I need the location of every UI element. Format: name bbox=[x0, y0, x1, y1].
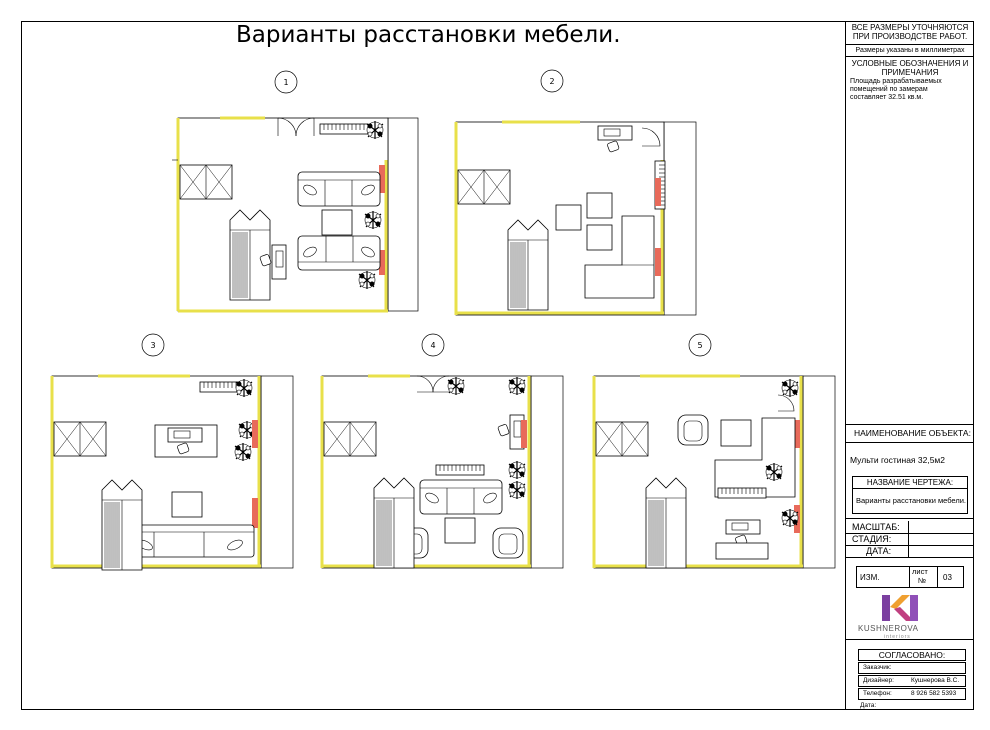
customer-label: Заказчик: bbox=[863, 664, 892, 671]
floor-plan-3 bbox=[50, 374, 294, 571]
separator bbox=[909, 567, 910, 587]
floor-plan-1 bbox=[172, 116, 419, 313]
sheet-label: лист № bbox=[912, 567, 928, 585]
approval-designer-row: Дизайнер: Кушнерова В.С. bbox=[858, 675, 966, 687]
plan-number-3: 3 bbox=[141, 333, 165, 357]
svg-text:4: 4 bbox=[430, 341, 435, 350]
approval-title: СОГЛАСОВАНО: bbox=[858, 649, 966, 661]
legend-title-line-2: ПРИМЕЧАНИЯ bbox=[881, 68, 939, 77]
brand-logo-icon bbox=[882, 595, 918, 621]
dimension-note: ВСЕ РАЗМЕРЫ УТОЧНЯЮТСЯ ПРИ ПРОИЗВОДСТВЕ … bbox=[846, 21, 974, 45]
brand-subtitle: interiors bbox=[884, 634, 911, 640]
plan-number-4: 4 bbox=[421, 333, 445, 357]
plan-number-5: 5 bbox=[688, 333, 712, 357]
floor-plan-5 bbox=[592, 374, 836, 569]
sheet-label-2: № bbox=[918, 576, 927, 585]
approval-customer-row: Заказчик: bbox=[858, 662, 966, 674]
designer-label: Дизайнер: bbox=[863, 677, 894, 684]
svg-text:1: 1 bbox=[283, 78, 288, 87]
object-label: НАИМЕНОВАНИЕ ОБЪЕКТА: bbox=[846, 425, 974, 443]
separator bbox=[846, 557, 974, 558]
brand-name: KUSHNEROVA bbox=[858, 624, 919, 633]
note-line-1: ВСЕ РАЗМЕРЫ УТОЧНЯЮТСЯ bbox=[851, 23, 969, 32]
legend-title: УСЛОВНЫЕ ОБОЗНАЧЕНИЯ И ПРИМЕЧАНИЯ bbox=[846, 57, 974, 77]
plan-number-1: 1 bbox=[274, 70, 298, 94]
separator bbox=[846, 639, 974, 640]
legend-block: УСЛОВНЫЕ ОБОЗНАЧЕНИЯ И ПРИМЕЧАНИЯ Площад… bbox=[846, 57, 974, 425]
legend-text-line-2: помещений по замерам bbox=[850, 86, 928, 93]
legend-title-line-1: УСЛОВНЫЕ ОБОЗНАЧЕНИЯ И bbox=[851, 59, 969, 68]
sheet-label-1: лист bbox=[912, 567, 928, 576]
separator bbox=[908, 521, 909, 557]
title-block: ВСЕ РАЗМЕРЫ УТОЧНЯЮТСЯ ПРИ ПРОИЗВОДСТВЕ … bbox=[845, 21, 974, 710]
svg-text:2: 2 bbox=[549, 77, 554, 86]
plan-number-2: 2 bbox=[540, 69, 564, 93]
date-label: ДАТА: bbox=[866, 546, 892, 556]
brand-logo: KUSHNEROVA interiors bbox=[856, 591, 966, 641]
note-line-2: ПРИ ПРОИЗВОДСТВЕ РАБОТ. bbox=[852, 32, 968, 41]
separator bbox=[937, 567, 938, 587]
drawing-value: Варианты расстановки мебели. bbox=[852, 488, 968, 514]
units-note: Размеры указаны в миллиметрах bbox=[846, 45, 974, 57]
page-title: Варианты расстановки мебели. bbox=[236, 22, 621, 48]
revision-label: ИЗМ. bbox=[860, 573, 880, 582]
legend-text: Площадь разрабатываемых помещений по зам… bbox=[846, 77, 974, 103]
approval-date-label: Дата: bbox=[860, 702, 877, 709]
designer-value: Кушнерова В.С. bbox=[911, 677, 960, 684]
separator bbox=[846, 518, 974, 519]
floor-plans: 1 2 3 4 5 bbox=[50, 69, 836, 571]
approval-phone-row: Телефон: 8 926 582 5393 bbox=[858, 688, 966, 700]
stage-label: СТАДИЯ: bbox=[852, 534, 892, 544]
object-value: Мульти гостиная 32,5м2 bbox=[850, 455, 945, 465]
floor-plan-2 bbox=[454, 120, 697, 316]
phone-value: 8 926 582 5393 bbox=[911, 690, 957, 697]
phone-label: Телефон: bbox=[863, 690, 892, 697]
floor-plan-4 bbox=[320, 374, 564, 569]
separator bbox=[846, 533, 974, 534]
drawing-sheet bbox=[21, 21, 974, 710]
sheet-number: 03 bbox=[943, 573, 952, 582]
scale-label: МАСШТАБ: bbox=[852, 522, 900, 532]
legend-text-line-1: Площадь разрабатываемых bbox=[850, 78, 942, 85]
svg-text:3: 3 bbox=[150, 341, 155, 350]
revision-box: ИЗМ. лист № 03 bbox=[856, 566, 964, 588]
separator bbox=[846, 545, 974, 546]
legend-text-line-3: составляет 32.51 кв.м. bbox=[850, 94, 924, 101]
svg-text:5: 5 bbox=[697, 341, 702, 350]
